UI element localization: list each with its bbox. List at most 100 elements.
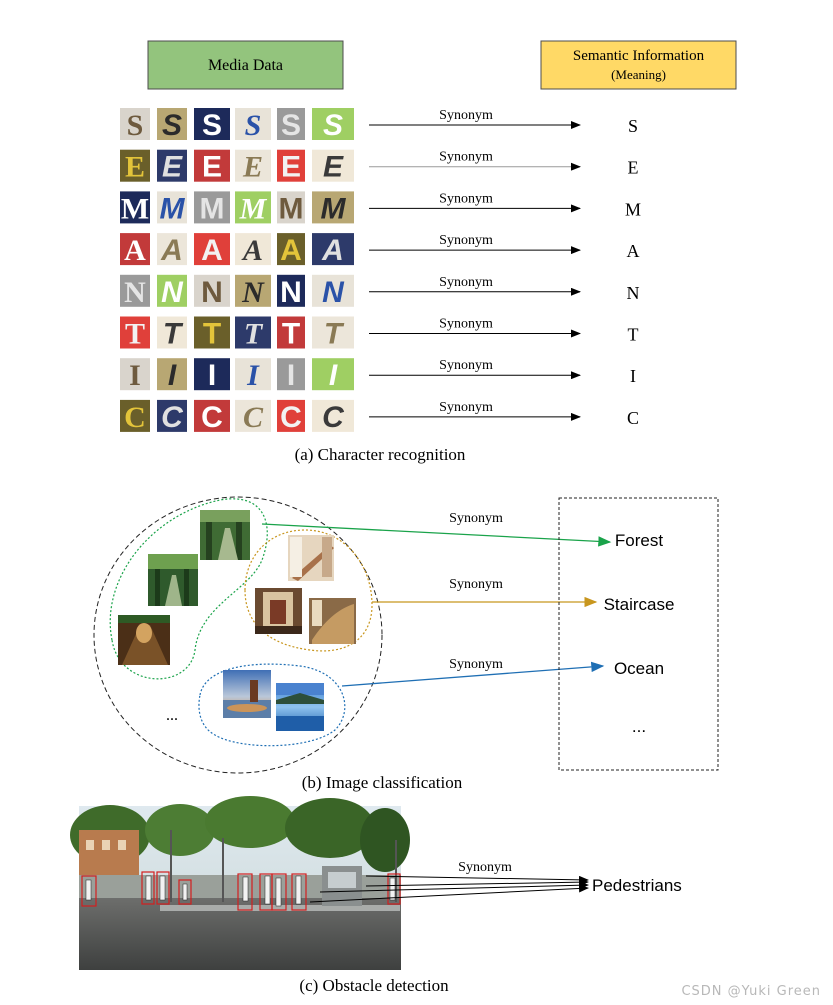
synonym-label: Synonym — [439, 233, 493, 248]
char-sample-glyph: C — [322, 401, 345, 434]
detection-arrow-1 — [365, 875, 589, 884]
char-sample-tile — [157, 233, 187, 266]
char-sample-tile — [277, 233, 305, 266]
char-sample-glyph: M — [321, 192, 347, 225]
char-sample-glyph: S — [323, 109, 343, 142]
class-labels-box — [558, 497, 719, 771]
char-sample-tile — [157, 399, 187, 432]
class-ellipsis: ... — [632, 717, 646, 736]
char-sample-glyph: A — [241, 234, 263, 267]
semantic-info-sublabel: (Meaning) — [611, 67, 666, 82]
char-sample-tile — [120, 316, 150, 349]
char-sample-tile — [235, 191, 271, 224]
char-sample-glyph: S — [162, 109, 182, 142]
pedestrians-label: Pedestrians — [592, 876, 682, 895]
char-sample-glyph: T — [163, 318, 184, 351]
street-scene-image — [70, 796, 410, 970]
char-sample-glyph: S — [245, 109, 262, 142]
char-sample-tile — [120, 233, 150, 266]
semantic-letter: E — [628, 158, 639, 178]
semantic-letter: I — [630, 366, 636, 386]
section-obstacle-detection: Synonym Pedestrians (c) Obstacle detecti… — [70, 796, 682, 995]
char-sample-tile — [194, 233, 230, 266]
synonym-label: Synonym — [439, 400, 493, 415]
synonym-label: Synonym — [439, 317, 493, 332]
char-sample-tile — [312, 233, 354, 266]
char-sample-glyph: C — [201, 401, 223, 434]
char-sample-glyph: I — [329, 359, 338, 392]
char-sample-glyph: I — [246, 359, 260, 392]
char-sample-glyph: N — [201, 276, 223, 309]
char-sample-tile — [277, 108, 305, 140]
semantic-letter: T — [628, 325, 639, 345]
char-sample-glyph: N — [241, 276, 265, 309]
staircase-image-3 — [309, 598, 356, 644]
dataset-ellipsis: ... — [166, 707, 178, 724]
media-data-box — [147, 40, 344, 90]
section-character-recognition: Media Data Semantic Information (Meaning… — [120, 40, 737, 464]
char-sample-glyph: E — [323, 151, 344, 184]
char-sample-tile — [120, 399, 150, 432]
staircase-image-2 — [255, 588, 302, 634]
ocean-cluster-outline — [198, 663, 346, 747]
char-sample-glyph: A — [124, 234, 146, 267]
char-sample-glyph: C — [161, 401, 184, 434]
semantic-letter: N — [627, 283, 640, 303]
char-sample-tile — [194, 149, 230, 182]
char-sample-glyph: T — [203, 318, 221, 351]
char-sample-glyph: M — [160, 192, 186, 225]
char-sample-glyph: I — [129, 359, 141, 392]
watermark: CSDN @Yuki Green — [681, 984, 821, 999]
forest-image-1 — [200, 510, 250, 560]
semantic-letter: A — [627, 241, 640, 261]
char-sample-glyph: T — [125, 318, 145, 351]
char-sample-tile — [235, 274, 271, 307]
char-sample-tile — [312, 108, 354, 140]
char-sample-tile — [157, 316, 187, 349]
detection-relation-label: Synonym — [458, 860, 512, 875]
char-sample-glyph: E — [242, 151, 263, 184]
char-sample-glyph: A — [160, 234, 183, 267]
char-sample-glyph: E — [281, 151, 301, 184]
char-sample-tile — [312, 149, 354, 182]
char-sample-tile — [277, 399, 305, 432]
detection-arrow-4 — [309, 884, 589, 903]
char-sample-glyph: C — [280, 401, 302, 434]
char-sample-glyph: M — [279, 192, 304, 225]
forest-arrow — [261, 523, 612, 547]
char-sample-glyph: A — [201, 234, 223, 267]
caption-b: (b) Image classification — [302, 773, 463, 792]
char-sample-tile — [235, 108, 271, 140]
char-sample-tile — [194, 108, 230, 140]
char-sample-tile — [277, 358, 305, 391]
caption-a: (a) Character recognition — [295, 445, 466, 464]
char-sample-tile — [235, 399, 271, 432]
char-sample-glyph: M — [239, 192, 268, 225]
synonym-label: Synonym — [439, 275, 493, 290]
detection-arrow-3 — [319, 881, 589, 893]
char-sample-tile — [277, 316, 305, 349]
char-sample-glyph: N — [124, 276, 146, 309]
synonym-label: Synonym — [439, 358, 493, 373]
synonym-label: Synonym — [439, 191, 493, 206]
char-sample-tile — [120, 108, 150, 140]
staircase-image-1 — [288, 535, 334, 581]
section-image-classification: ... Synonym Synonym Synonym Forest Stair… — [93, 496, 719, 792]
char-sample-tile — [157, 108, 187, 140]
char-sample-glyph: T — [282, 318, 300, 351]
char-sample-tile — [120, 191, 150, 224]
char-sample-tile — [120, 149, 150, 182]
char-sample-tile — [157, 191, 187, 224]
semantic-letter: C — [627, 408, 639, 428]
staircase-relation-label: Synonym — [449, 577, 503, 592]
char-sample-tile — [312, 191, 354, 224]
char-sample-tile — [194, 316, 230, 349]
char-sample-glyph: N — [322, 276, 345, 309]
char-sample-glyph: S — [281, 109, 301, 142]
forest-image-2 — [148, 554, 198, 606]
semantic-letter: M — [625, 199, 641, 219]
ocean-image-1 — [223, 670, 271, 718]
char-sample-tile — [312, 316, 354, 349]
char-sample-tile — [194, 399, 230, 432]
